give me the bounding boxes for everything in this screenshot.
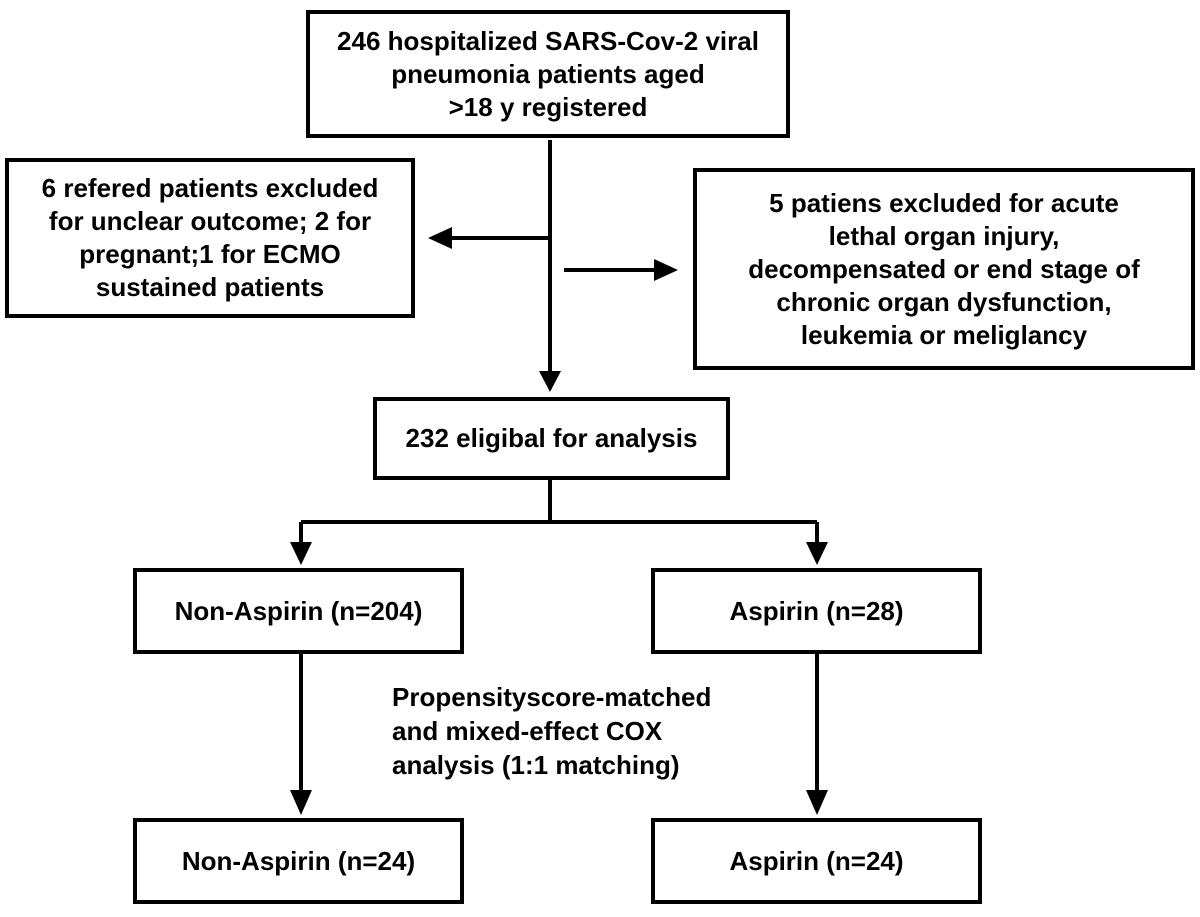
eligible-box: 232 eligibal for analysis xyxy=(373,397,730,480)
aspirin-text: Aspirin (n=28) xyxy=(729,595,904,626)
matched-aspirin-box: Aspirin (n=24) xyxy=(651,818,982,904)
non-aspirin-text: Non-Aspirin (n=204) xyxy=(174,595,423,626)
right-exclusion-box: 5 patiens excluded for acute lethal orga… xyxy=(693,168,1195,370)
arrowhead-down-aspirin xyxy=(806,542,828,565)
aspirin-box: Aspirin (n=28) xyxy=(651,568,982,654)
left-exclusion-box: 6 refered patients excluded for unclear … xyxy=(5,158,415,318)
non-aspirin-box: Non-Aspirin (n=204) xyxy=(133,568,464,654)
matching-note: Propensityscore-matched and mixed-effect… xyxy=(392,682,712,780)
eligible-text: 232 eligibal for analysis xyxy=(405,423,698,453)
matched-non-aspirin-box: Non-Aspirin (n=24) xyxy=(133,818,464,904)
arrowhead-right-exclusion xyxy=(654,259,678,281)
left-exclusion-text: 6 refered patients excluded for unclear … xyxy=(41,173,379,302)
arrowhead-down-eligible xyxy=(539,371,561,392)
arrowhead-down-matched-aspirin xyxy=(806,790,828,815)
arrowhead-down-non-aspirin xyxy=(290,542,312,565)
matched-aspirin-text: Aspirin (n=24) xyxy=(729,845,904,876)
matched-non-aspirin-text: Non-Aspirin (n=24) xyxy=(181,845,416,876)
registered-patients-box: 246 hospitalized SARS-Cov-2 viral pneumo… xyxy=(306,10,790,138)
arrowhead-left-exclusion xyxy=(428,227,452,249)
right-exclusion-text: 5 patiens excluded for acute lethal orga… xyxy=(748,187,1140,350)
arrowhead-down-matched-non-aspirin xyxy=(290,790,312,815)
registered-patients-text: 246 hospitalized SARS-Cov-2 viral pneumo… xyxy=(337,25,759,122)
